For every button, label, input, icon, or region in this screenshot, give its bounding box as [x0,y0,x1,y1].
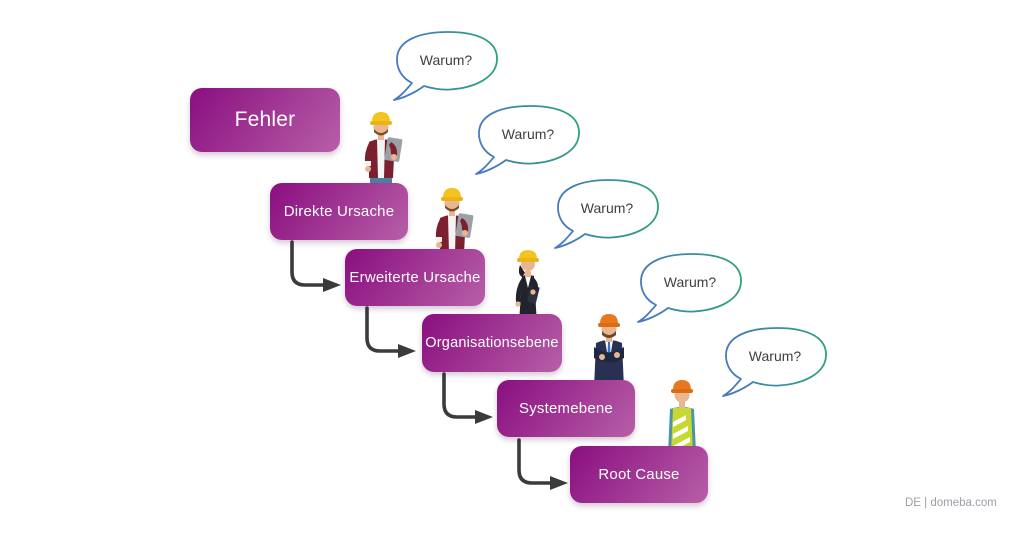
box-label: Organisationsebene [425,335,559,351]
box-label: Direkte Ursache [283,203,395,220]
speech-bubble: Warum? [551,176,663,254]
speech-bubble: Warum? [472,102,584,180]
arrow-system-to-rootcause [514,438,572,490]
construction-worker-clipboard-icon [427,184,477,262]
construction-worker-clipboard-icon [356,108,406,186]
speech-bubble: Warum? [390,28,502,106]
bubble-label: Warum? [419,52,473,68]
box-fehler: Fehler [190,88,340,152]
box-label: Erweiterte Ursache [349,269,481,286]
box-systemebene: Systemebene [497,380,635,437]
bubble-label: Warum? [501,126,555,142]
arrow-direkte-to-erweiterte [287,240,345,292]
bubble-label: Warum? [748,348,802,364]
footer-branding: DE | domeba.com [905,497,997,509]
bubble-label: Warum? [580,200,634,216]
businesswoman-hardhat-icon [503,246,553,324]
arrow-erweiterte-to-organisation [362,306,420,358]
box-label: Fehler [234,108,296,131]
bubble-label: Warum? [663,274,717,290]
box-root-cause: Root Cause [570,446,708,503]
worker-hivis-vest-icon [656,377,708,453]
box-organisationsebene: Organisationsebene [422,314,562,372]
box-erweiterte-ursache: Erweiterte Ursache [345,249,485,306]
box-label: Systemebene [519,400,613,417]
box-direkte-ursache: Direkte Ursache [270,183,408,240]
arrow-organisation-to-system [439,372,497,424]
businessman-arms-crossed-icon [583,310,635,388]
speech-bubble: Warum? [634,250,746,328]
box-label: Root Cause [598,466,680,483]
speech-bubble: Warum? [719,324,831,402]
